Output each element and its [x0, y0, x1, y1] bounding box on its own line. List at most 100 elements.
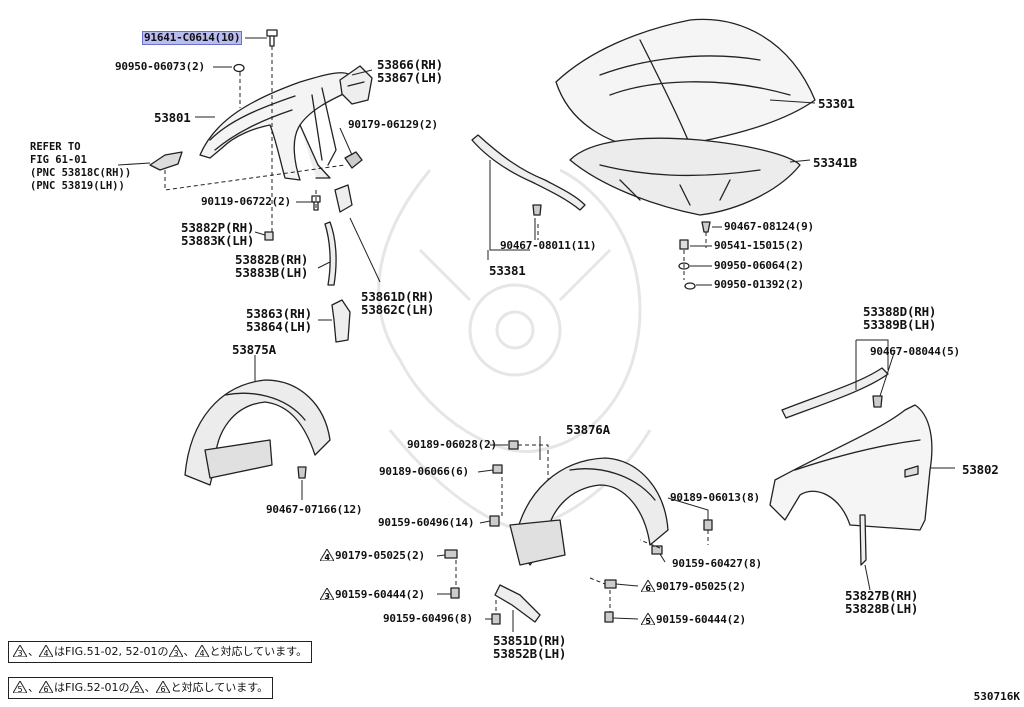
bracket-53851d — [494, 584, 541, 623]
label-53883b[interactable]: 53883B(LH) — [235, 265, 309, 280]
label-91641-c0614[interactable]: 91641-C0614(10) — [141, 31, 243, 45]
cushion-90541 — [679, 239, 689, 250]
label-53827b[interactable]: 53827B(RH) — [845, 588, 919, 603]
note1-triangle-4b-icon: 4 — [194, 645, 209, 657]
seal-53882b — [324, 221, 337, 286]
note1-triangle-4-icon: 4 — [39, 645, 53, 657]
seal-53861d — [334, 184, 353, 213]
label-53389b[interactable]: 53389B(LH) — [863, 317, 937, 332]
screw-90159-60444-b — [604, 611, 614, 623]
label-90467-08011[interactable]: 90467-08011(11) — [500, 239, 597, 252]
label-53864[interactable]: 53864(LH) — [246, 319, 312, 334]
label-90541-15015[interactable]: 90541-15015(2) — [714, 239, 804, 252]
label-90467-08124[interactable]: 90467-08124(9) — [724, 220, 814, 233]
leader-lines — [117, 37, 955, 632]
label-90159-60496-8[interactable]: 90159-60496(8) — [383, 612, 473, 625]
clip-90467-08124 — [701, 221, 711, 233]
label-53876a[interactable]: 53876A — [566, 422, 610, 437]
note1-sep-a: 、 — [28, 645, 39, 658]
weatherstrip-53381 — [471, 134, 586, 211]
svg-text:5: 5 — [645, 617, 651, 625]
label-53381[interactable]: 53381 — [489, 263, 526, 278]
label-90159-60444-b[interactable]: 5 90159-60444(2) — [641, 613, 746, 626]
triangle-4-icon: 4 — [320, 549, 334, 561]
label-53852b[interactable]: 53852B(LH) — [493, 646, 567, 661]
screw-90189-06013 — [703, 519, 713, 531]
hood-53301 — [555, 18, 816, 151]
label-90189-06066[interactable]: 90189-06066(6) — [379, 465, 469, 478]
label-90950-06064[interactable]: 90950-06064(2) — [714, 259, 804, 272]
note-box-1: 3 、 4 はFIG.51-02, 52-01の 3 、 4 と対応しています。 — [8, 641, 313, 663]
note2-triangle-6-icon: 6 — [39, 681, 53, 693]
label-90189-06013[interactable]: 90189-06013(8) — [670, 491, 760, 504]
label-53801[interactable]: 53801 — [154, 110, 191, 125]
label-90159-60496-14[interactable]: 90159-60496(14) — [378, 516, 475, 529]
label-90159-60427[interactable]: 90159-60427(8) — [672, 557, 762, 570]
svg-text:3: 3 — [324, 592, 329, 600]
screw-90159-60427 — [651, 545, 663, 555]
label-90467-07166[interactable]: 90467-07166(12) — [266, 503, 363, 516]
note1-triangle-3b-icon: 3 — [168, 645, 183, 657]
label-53802[interactable]: 53802 — [962, 462, 999, 477]
label-90467-08044[interactable]: 90467-08044(5) — [870, 345, 960, 358]
label-90179-05025-b-text: 90179-05025(2) — [656, 580, 746, 593]
label-53863[interactable]: 53863(RH) — [246, 306, 312, 321]
note2-text: はFIG.52-01の — [54, 681, 130, 694]
hood-inner-53341b — [569, 137, 801, 216]
svg-text:3: 3 — [173, 649, 178, 657]
bracket-53863 — [331, 299, 351, 343]
note2-triangle-5-icon: 5 — [13, 681, 27, 693]
clip-90467-08011 — [532, 204, 542, 216]
label-53301[interactable]: 53301 — [818, 96, 855, 111]
note2-sep-a: 、 — [28, 681, 39, 694]
svg-text:4: 4 — [324, 553, 330, 561]
refer-to-note: REFER TO FIG 61-01 (PNC 53818C(RH)) (PNC… — [30, 141, 131, 193]
note1-triangle-3-icon: 3 — [13, 645, 27, 657]
note2-sep-b: 、 — [144, 681, 156, 694]
label-90179-06129[interactable]: 90179-06129(2) — [348, 118, 438, 131]
nut-90179-06129 — [344, 151, 363, 169]
svg-text:4: 4 — [199, 649, 204, 657]
label-90119-06722[interactable]: 90119-06722(2) — [201, 195, 291, 208]
label-90950-06073[interactable]: 90950-06073(2) — [115, 60, 205, 73]
label-53862c[interactable]: 53862C(LH) — [361, 302, 435, 317]
bracket-53818c — [149, 151, 183, 171]
screw-90189-06028 — [508, 440, 519, 450]
label-53882p[interactable]: 53882P(RH) — [181, 220, 255, 235]
triangle-5-icon: 5 — [641, 613, 655, 625]
label-53882b[interactable]: 53882B(RH) — [235, 252, 309, 267]
label-90189-06028[interactable]: 90189-06028(2) — [407, 438, 497, 451]
refer-line-3: (PNC 53818C(RH)) — [30, 167, 132, 179]
note2-triangle-5b-icon: 5 — [129, 681, 144, 693]
label-53875a[interactable]: 53875A — [232, 342, 276, 357]
label-53866[interactable]: 53866(RH) — [377, 57, 443, 72]
screw-90159-60444-a — [450, 587, 460, 599]
fender-liner-53876a — [509, 457, 669, 566]
label-53341b[interactable]: 53341B — [813, 155, 857, 170]
label-90950-01392[interactable]: 90950-01392(2) — [714, 278, 804, 291]
note2-tail: と対応しています。 — [170, 681, 269, 694]
label-53828b[interactable]: 53828B(LH) — [845, 601, 919, 616]
label-53388d[interactable]: 53388D(RH) — [863, 304, 937, 319]
label-90159-60444-b-text: 90159-60444(2) — [656, 613, 746, 626]
svg-text:4: 4 — [43, 649, 48, 657]
fender-liner-53875a — [184, 379, 331, 486]
svg-text:3: 3 — [17, 649, 22, 657]
note1-sep-b: 、 — [183, 645, 195, 658]
label-53883k[interactable]: 53883K(LH) — [181, 233, 255, 248]
note1-tail: と対応しています。 — [209, 645, 308, 658]
svg-text:6: 6 — [645, 584, 651, 592]
label-53851d[interactable]: 53851D(RH) — [493, 633, 567, 648]
label-53861d[interactable]: 53861D(RH) — [361, 289, 435, 304]
clip-53882p — [264, 231, 274, 241]
refer-line-1: REFER TO — [30, 141, 81, 153]
triangle-3-icon: 3 — [320, 588, 334, 600]
label-53867[interactable]: 53867(LH) — [377, 70, 443, 85]
clip-90179-05025-a — [444, 549, 458, 559]
screw-90159-60496-8 — [491, 613, 501, 625]
label-90179-05025-b[interactable]: 6 90179-05025(2) — [641, 580, 746, 593]
note1-text: はFIG.51-02, 52-01の — [54, 645, 169, 658]
